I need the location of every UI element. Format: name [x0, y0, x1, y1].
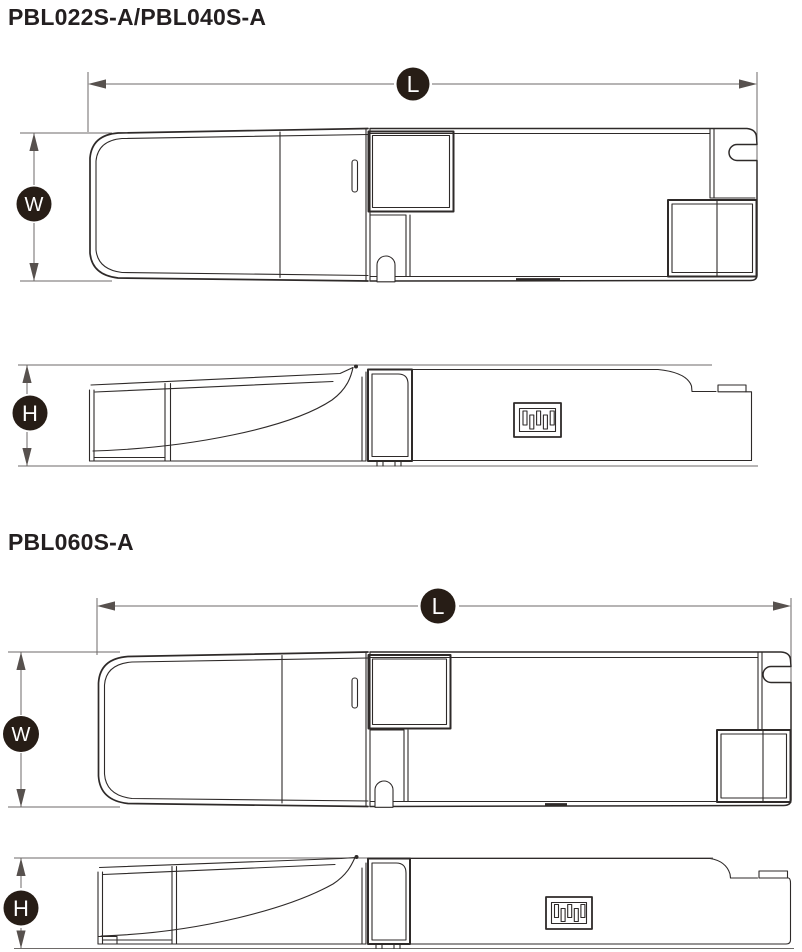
side-tab-2 — [758, 870, 789, 879]
top-view-drawing-2: L W — [3, 588, 792, 808]
connector-block-side-2 — [361, 857, 411, 950]
side-tab-1 — [717, 384, 747, 393]
cover-slot-1 — [351, 159, 359, 193]
height-marker-label-1: H — [22, 401, 38, 426]
connector-block-side-1 — [361, 368, 413, 467]
top-view-drawing-1: L W — [16, 67, 758, 283]
dip-switch-1 — [513, 402, 562, 438]
length-marker-badge-2 — [420, 588, 456, 624]
model-title-1: PBL022S-A/PBL040S-A — [8, 4, 267, 30]
input-connector-block-2 — [367, 654, 452, 730]
cable-notch-1 — [376, 255, 396, 283]
side-view-drawing-1: H — [12, 364, 758, 467]
metal-case-side-1 — [411, 368, 753, 462]
width-marker-badge-2 — [3, 716, 39, 752]
metal-case-side-2 — [409, 857, 792, 945]
cover-sweep-curve-2 — [100, 856, 356, 937]
mounting-tab-2 — [757, 651, 790, 731]
length-marker-label-1: L — [407, 71, 420, 97]
dip-switch-2 — [545, 896, 593, 930]
mounting-tab-1 — [709, 128, 756, 199]
height-dimension-1: H — [12, 364, 758, 467]
input-connector-block-1 — [367, 130, 455, 213]
model-title-2: PBL060S-A — [8, 529, 134, 555]
plastic-cover-side-2 — [97, 855, 367, 945]
height-marker-badge-2 — [3, 890, 39, 926]
output-terminal-block-1 — [667, 199, 758, 278]
cover-slot-2 — [351, 677, 359, 709]
side-view-drawing-2: H — [3, 855, 794, 950]
wire-compartment-2 — [369, 729, 409, 803]
length-dimension-2: L — [96, 588, 792, 690]
metal-case-top-1 — [369, 127, 758, 282]
height-marker-badge-1 — [12, 395, 48, 431]
plastic-cover-top-2 — [97, 651, 371, 808]
length-dimension-1: L — [87, 67, 758, 162]
height-marker-label-2: H — [13, 896, 29, 921]
plastic-cover-top-1 — [89, 127, 371, 282]
width-dimension-2: W — [3, 651, 120, 808]
width-marker-badge-1 — [16, 186, 52, 222]
output-terminal-block-2 — [716, 729, 792, 803]
wire-compartment-1 — [369, 214, 411, 278]
width-marker-label-1: W — [25, 194, 44, 216]
length-marker-label-2: L — [432, 593, 445, 619]
width-dimension-1: W — [16, 132, 112, 282]
width-marker-label-2: W — [12, 724, 31, 746]
length-marker-badge-1 — [396, 67, 430, 101]
metal-case-top-2 — [369, 651, 792, 808]
cover-sweep-curve-1 — [92, 366, 354, 452]
plastic-cover-side-1 — [88, 364, 367, 462]
cable-notch-2 — [374, 780, 394, 808]
